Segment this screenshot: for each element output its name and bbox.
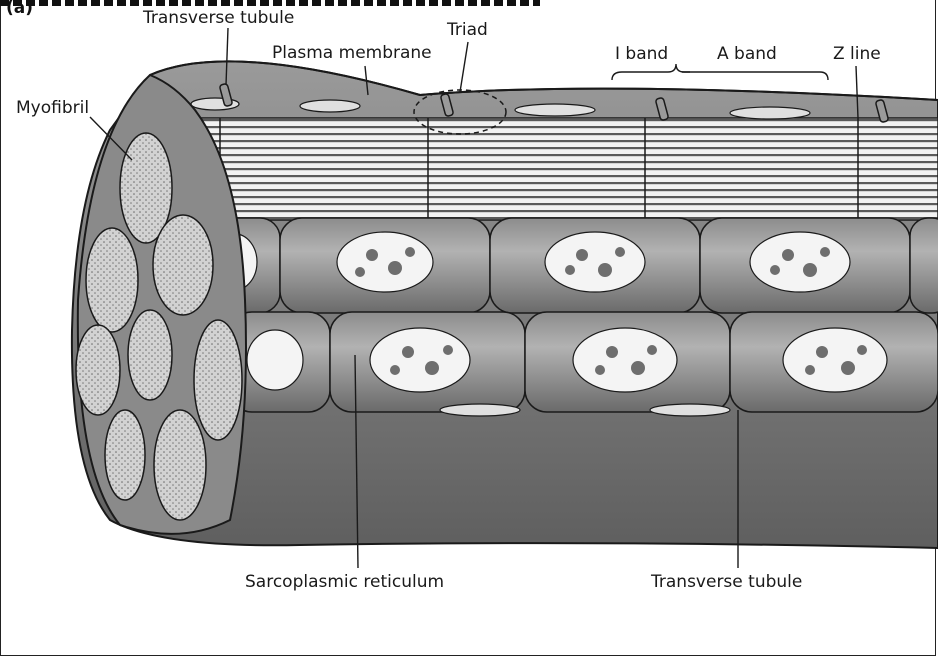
striated-myofibril-band — [160, 118, 938, 220]
label-z-line: Z line — [833, 44, 881, 64]
label-a-band: A band — [717, 44, 777, 64]
label-plasma-membrane: Plasma membrane — [272, 43, 432, 63]
label-triad: Triad — [447, 20, 488, 40]
label-transverse-tubule-bottom: Transverse tubule — [651, 572, 802, 592]
label-myofibril: Myofibril — [16, 98, 89, 118]
label-transverse-tubule-top: Transverse tubule — [143, 8, 294, 28]
a-band-brace — [682, 72, 828, 80]
label-i-band: I band — [615, 44, 668, 64]
panel-letter: (a) — [6, 0, 33, 18]
label-sarcoplasmic-reticulum: Sarcoplasmic reticulum — [245, 572, 444, 592]
i-band-brace — [612, 64, 690, 80]
